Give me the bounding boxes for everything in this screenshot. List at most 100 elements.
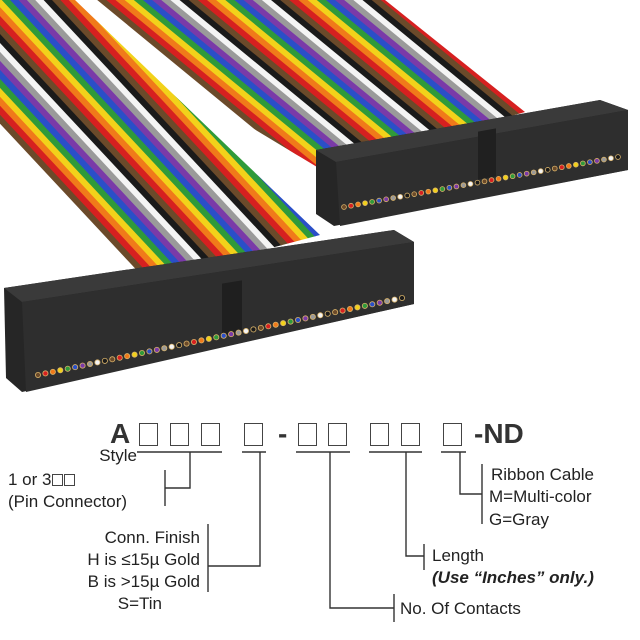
connector-pin <box>213 334 220 341</box>
connector-pin <box>198 337 205 344</box>
ribbon-wire <box>135 0 421 149</box>
connector-pin <box>502 174 509 181</box>
part-code-suffix: -ND <box>474 418 524 449</box>
ribbon-wire <box>40 0 320 170</box>
connector-pin <box>488 177 495 183</box>
code-box-pin-2 <box>201 423 220 446</box>
ribbon-wire <box>178 0 464 140</box>
gray-option: G=Gray <box>489 510 549 529</box>
connector-pin <box>161 345 168 352</box>
connector-pin <box>467 181 474 187</box>
connector-pin <box>383 196 389 203</box>
ribbon-wire <box>150 0 435 146</box>
ribbon-wire <box>128 0 414 151</box>
code-box-style <box>139 423 158 446</box>
ribbon-wire <box>56 0 342 167</box>
connector-pin <box>265 323 272 330</box>
connector-pin <box>391 296 398 303</box>
ribbon-wire <box>200 0 486 135</box>
code-box-length-2 <box>401 423 420 446</box>
connector-pin <box>453 183 460 190</box>
connector-pin <box>601 156 607 163</box>
connector-pin <box>228 331 235 338</box>
ribbon-wire <box>142 0 428 148</box>
connector-pin <box>109 356 116 363</box>
connector-pin <box>168 343 175 350</box>
connector-pin <box>87 360 94 367</box>
ribbon-wire <box>0 0 242 270</box>
ribbon-wire <box>171 0 457 141</box>
connector-pin <box>362 200 368 206</box>
connector-pin <box>49 368 56 375</box>
ribbon-wire <box>0 0 236 272</box>
connector-pin <box>272 321 279 328</box>
ribbon-wire <box>85 0 370 161</box>
ribbon-wire <box>207 0 493 133</box>
connector-pin <box>302 315 309 322</box>
conn-finish-label: Conn. Finish <box>104 528 200 547</box>
multi-color-option: M=Multi-color <box>489 487 592 506</box>
contacts-label: No. Of Contacts <box>400 599 521 618</box>
connector-pin <box>94 359 101 366</box>
length-note: (Use “Inches” only.) <box>432 568 594 587</box>
connector-pin <box>404 192 411 199</box>
ribbon-wire <box>42 0 327 170</box>
ribbon-cable-label: Ribbon Cable <box>491 465 595 484</box>
connector-pin <box>257 324 264 331</box>
style-option-prefix: 1 or 3 <box>8 470 52 489</box>
ribbon-wire <box>229 0 514 129</box>
code-box-contacts-1 <box>298 423 317 446</box>
style-option-text: 1 or 3 <box>8 469 76 490</box>
connector-pin <box>460 182 467 189</box>
connector-pin <box>146 348 153 355</box>
ribbon-wire <box>0 0 262 264</box>
ribbon-wire <box>0 0 170 291</box>
connector-pin <box>79 362 86 369</box>
connector-pin <box>176 342 183 349</box>
ribbon-wire <box>0 0 249 268</box>
ribbon-wire <box>214 0 500 132</box>
connector-pin <box>432 187 439 194</box>
ribbon-wire <box>29 0 315 249</box>
ribbon-wire <box>0 0 209 280</box>
connector-pin <box>390 195 396 201</box>
connector-pin <box>558 164 565 171</box>
finish-s-option: S=Tin <box>117 594 162 613</box>
ribbon-wire <box>0 0 269 262</box>
ribbon-wire <box>193 0 478 137</box>
connector-pin <box>294 316 301 323</box>
ribbon-wire <box>236 0 522 127</box>
front-connector <box>4 230 414 392</box>
connector-pin <box>580 160 586 167</box>
connector-pin <box>35 371 42 378</box>
connector-pin <box>287 318 294 325</box>
ribbon-wire <box>0 0 176 289</box>
ribbon-wire <box>9 0 295 255</box>
ribbon-wire <box>99 0 385 157</box>
code-box-pin-1 <box>170 423 189 446</box>
part-code-separator: - <box>278 418 288 449</box>
connector-pin <box>361 302 368 309</box>
code-box-finish <box>244 423 263 446</box>
connector-pin <box>397 193 404 200</box>
connector-pin <box>384 298 391 305</box>
ribbon-wire <box>0 0 189 285</box>
connector-pin <box>235 329 242 336</box>
connector-pin <box>544 167 551 173</box>
ribbon-wire <box>121 0 406 153</box>
connector-pin <box>324 310 331 317</box>
connector-pin <box>551 165 558 172</box>
connector-pin <box>309 313 316 320</box>
connector-pin <box>190 338 197 345</box>
connector-pin <box>153 346 160 353</box>
ribbon-wire <box>0 0 203 281</box>
ribbon-wire <box>16 0 302 253</box>
back-connector <box>316 100 628 226</box>
ribbon-wire <box>92 0 378 159</box>
ribbon-cable-assembly-illustration <box>0 0 628 392</box>
ribbon-wire <box>0 0 163 293</box>
ribbon-wire <box>114 0 399 154</box>
connector-pin <box>398 294 405 301</box>
connector-pin <box>116 354 123 361</box>
connector-pin <box>418 190 425 196</box>
